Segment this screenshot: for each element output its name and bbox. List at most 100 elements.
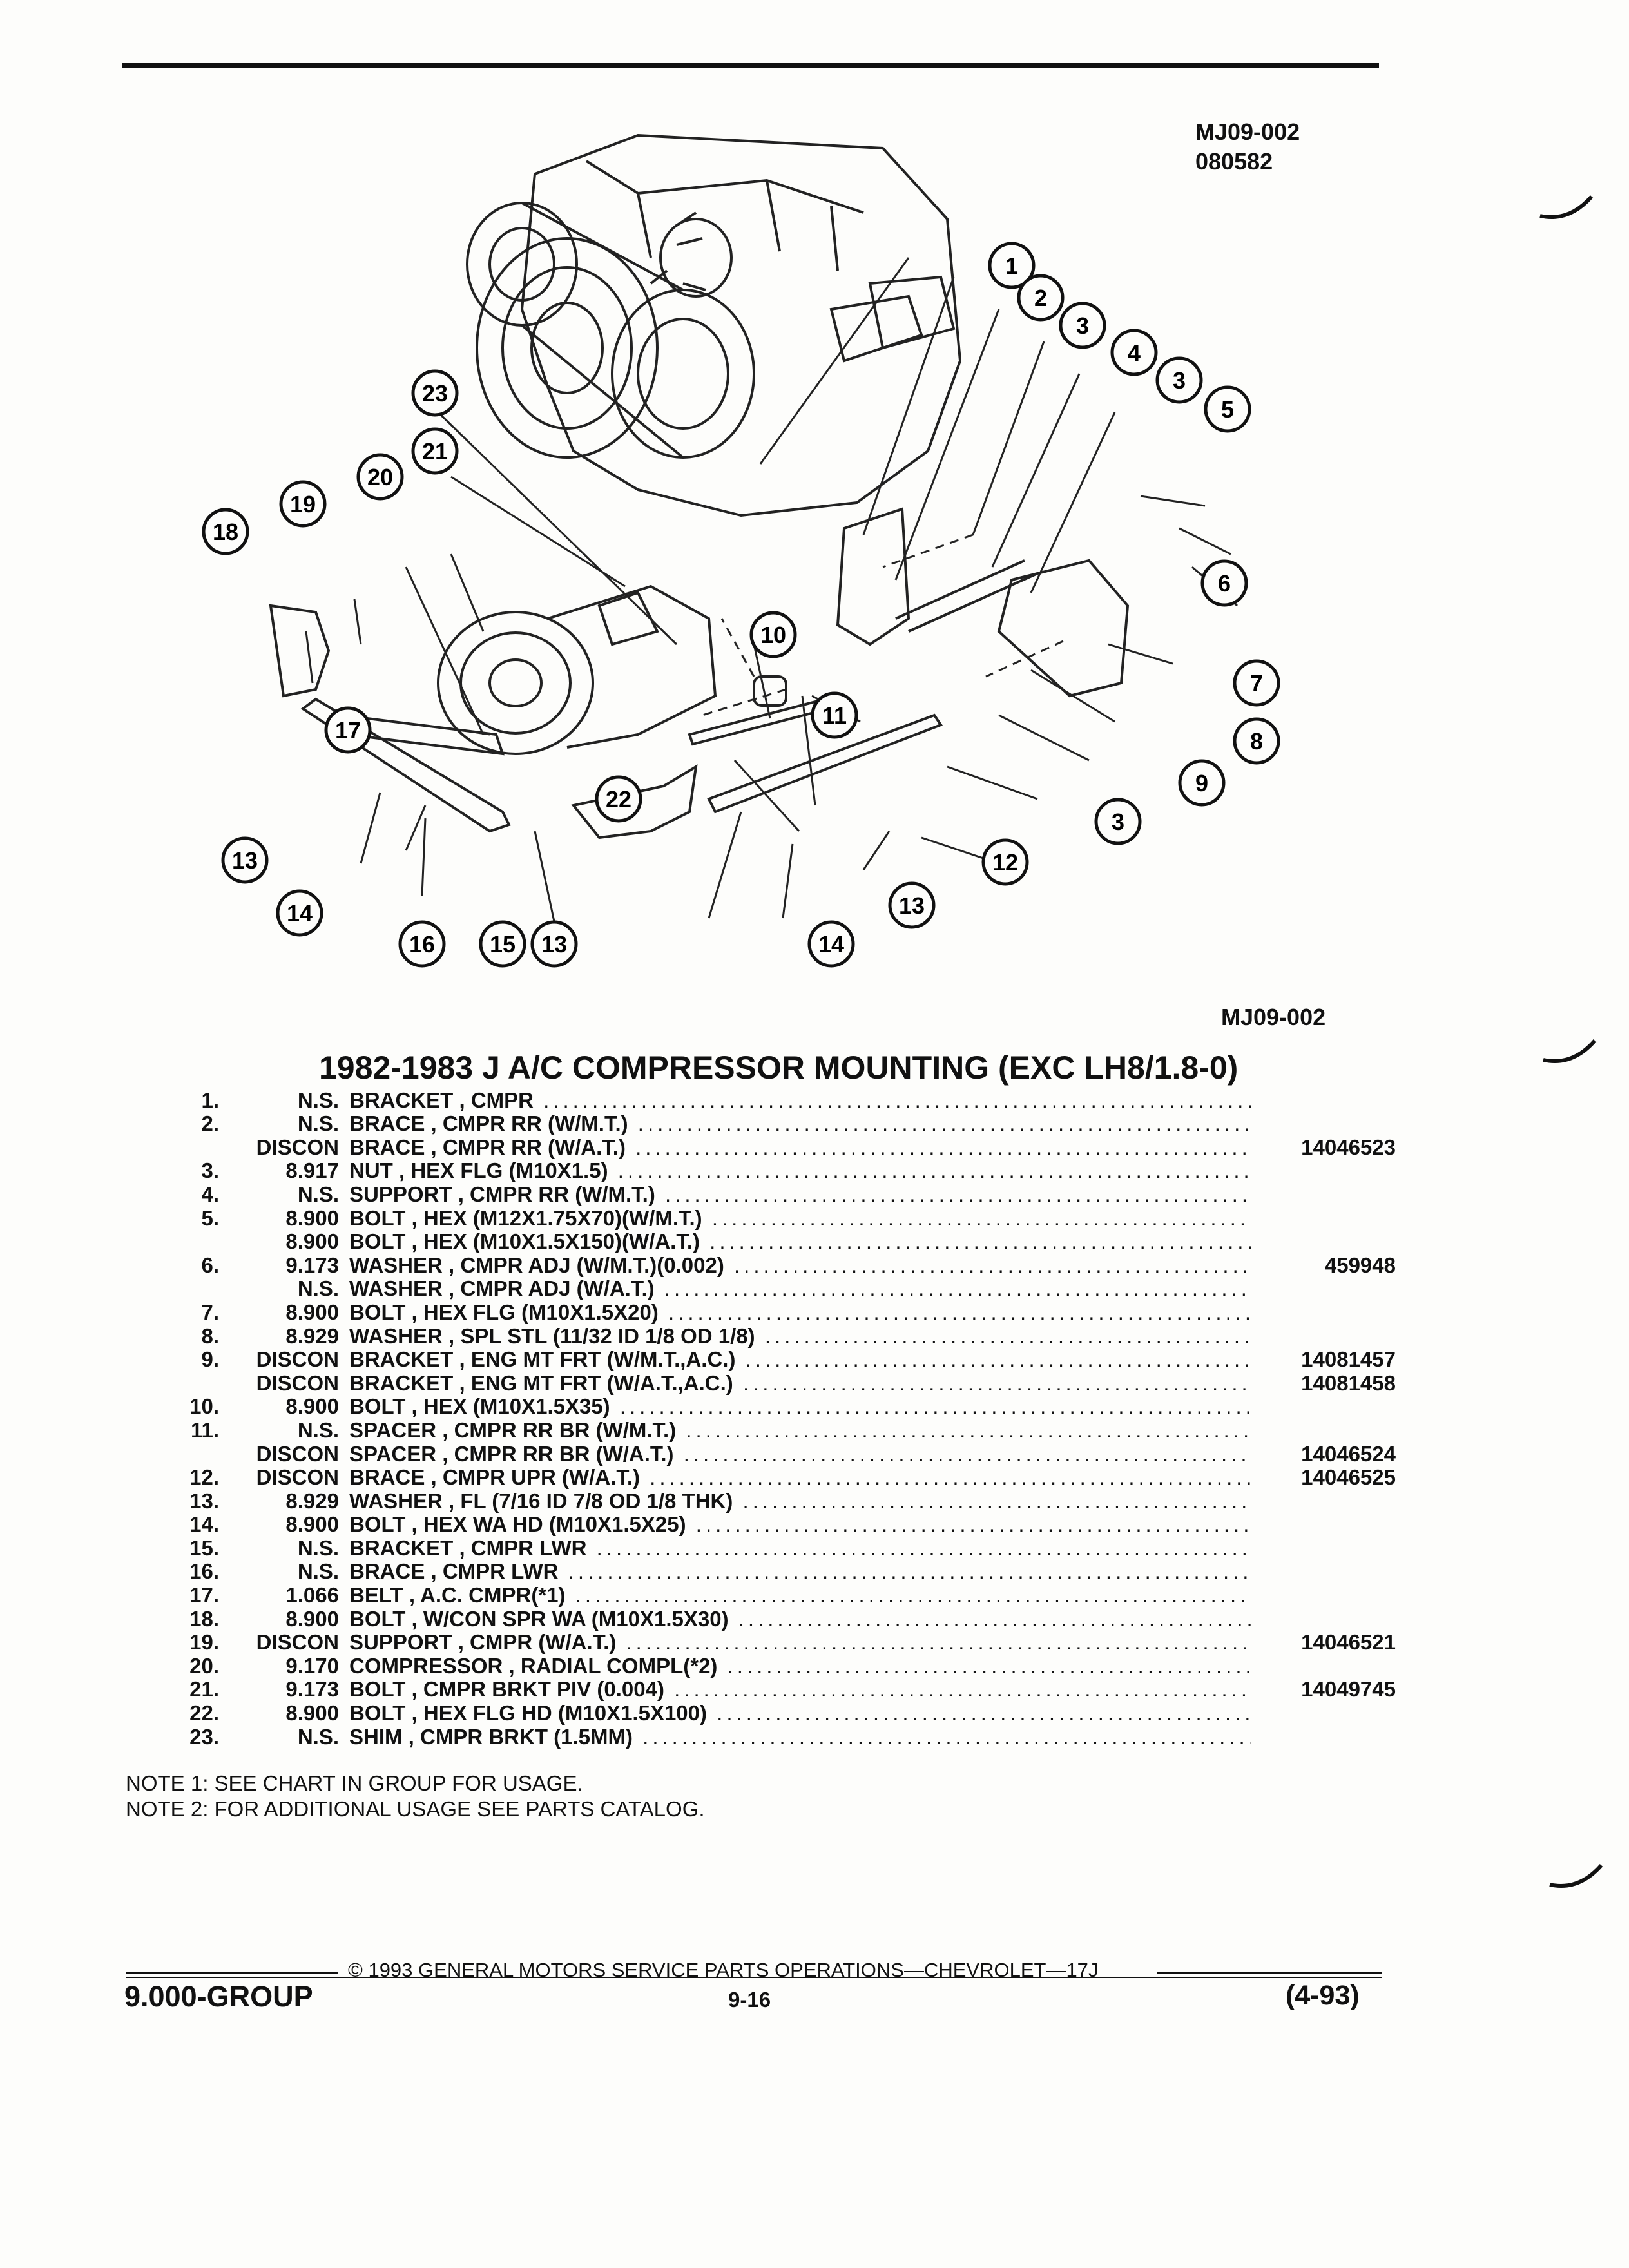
part-group-code: DISCON xyxy=(256,1347,339,1372)
part-group-code: 8.900 xyxy=(285,1701,339,1725)
callout-18: 18 xyxy=(202,508,249,555)
part-group-code: N.S. xyxy=(297,1418,339,1442)
callout-9: 9 xyxy=(1178,759,1226,807)
part-catalog-number: 459948 xyxy=(1324,1253,1396,1277)
part-row: N.S.WASHER , CMPR ADJ (W/A.T.) .........… xyxy=(142,1276,1398,1302)
part-description-cell: SUPPORT , CMPR (W/A.T.) ................… xyxy=(349,1630,1251,1655)
footer-rule-bottom xyxy=(126,1977,1382,1978)
dot-leader: ........................................… xyxy=(686,1418,1251,1442)
part-catalog-number: 14046523 xyxy=(1301,1135,1396,1159)
callout-19: 19 xyxy=(279,480,327,528)
part-description: WASHER , CMPR ADJ (W/A.T.) xyxy=(349,1276,655,1301)
part-description: NUT , HEX FLG (M10X1.5) xyxy=(349,1158,608,1183)
svg-text:5: 5 xyxy=(1221,396,1234,423)
drawing-date-code: 080582 xyxy=(1195,148,1273,175)
part-group-code: 1.066 xyxy=(285,1583,339,1608)
dot-leader: ........................................… xyxy=(568,1559,1251,1584)
part-description-cell: BOLT , W/CON SPR WA (M10X1.5X30) .......… xyxy=(349,1607,1251,1631)
part-group-code: N.S. xyxy=(297,1088,339,1112)
part-group-code: DISCON xyxy=(256,1465,339,1490)
callout-11: 11 xyxy=(811,691,858,739)
part-description-cell: BRACE , CMPR RR (W/A.T.) ...............… xyxy=(349,1135,1251,1160)
part-description: BOLT , HEX WA HD (M10X1.5X25) xyxy=(349,1512,686,1537)
svg-text:13: 13 xyxy=(232,847,258,874)
part-number: 5. xyxy=(201,1206,219,1230)
part-row: 7. 8.900 BOLT , HEX FLG (M10X1.5X20) .....… xyxy=(142,1300,1398,1325)
footer-date: (4-93) xyxy=(1286,1980,1360,2011)
part-description: BOLT , HEX (M12X1.75X70)(W/M.T.) xyxy=(349,1206,702,1230)
svg-text:21: 21 xyxy=(422,438,448,465)
callout-10: 10 xyxy=(749,611,797,658)
dot-leader: ........................................… xyxy=(543,1088,1251,1112)
part-description-cell: BRACE , CMPR UPR (W/A.T.) ..............… xyxy=(349,1465,1251,1490)
part-description: COMPRESSOR , RADIAL COMPL(*2) xyxy=(349,1653,718,1678)
part-description: BELT , A.C. CMPR(*1) xyxy=(349,1583,566,1608)
dot-leader: ........................................… xyxy=(617,1158,1251,1183)
svg-text:23: 23 xyxy=(422,380,448,407)
exploded-diagram: 1 2 3 4 3 5 6 7 8 9 3 12 13 14 13 15 16 … xyxy=(202,133,1280,968)
part-description-cell: BOLT , HEX FLG (M10X1.5X20) ............… xyxy=(349,1300,1251,1325)
dot-leader: ........................................… xyxy=(626,1630,1251,1655)
part-description-cell: NUT , HEX FLG (M10X1.5) ................… xyxy=(349,1158,1251,1183)
callout-3b: 3 xyxy=(1155,356,1203,404)
part-description-cell: SUPPORT , CMPR RR (W/M.T.) .............… xyxy=(349,1182,1251,1207)
part-number: 6. xyxy=(201,1253,219,1277)
top-rule xyxy=(122,63,1379,68)
part-row: DISCON BRACKET , ENG MT FRT (W/A.T.,A.C.)… xyxy=(142,1370,1398,1396)
callout-16: 16 xyxy=(398,920,446,968)
part-catalog-number: 14081457 xyxy=(1301,1347,1396,1372)
svg-text:14: 14 xyxy=(287,900,313,927)
drawing-code-bottom: MJ09-002 xyxy=(1221,1004,1326,1030)
callout-1: 1 xyxy=(988,242,1036,289)
part-group-code: 8.900 xyxy=(285,1300,339,1324)
svg-text:3: 3 xyxy=(1076,312,1089,339)
margin-mark-3 xyxy=(1549,1864,1603,1888)
part-description-cell: BOLT , HEX (M10X1.5X35) ................… xyxy=(349,1394,1251,1419)
part-group-code: DISCON xyxy=(256,1370,339,1395)
part-catalog-number: 14046525 xyxy=(1301,1465,1396,1490)
part-description-cell: BRACE , CMPR LWR .......................… xyxy=(349,1559,1251,1584)
part-catalog-number: 14049745 xyxy=(1301,1677,1396,1702)
part-number: 8. xyxy=(201,1323,219,1348)
dot-leader: ........................................… xyxy=(664,1182,1251,1206)
part-description-cell: BRACE , CMPR RR (W/M.T.) ...............… xyxy=(349,1111,1251,1136)
part-number: 14. xyxy=(189,1512,219,1537)
part-group-code: N.S. xyxy=(297,1559,339,1584)
part-description-cell: WASHER , CMPR ADJ (W/M.T.)(0.002) ......… xyxy=(349,1253,1251,1278)
dot-leader: ........................................… xyxy=(745,1347,1251,1372)
part-description-cell: BRACKET , ENG MT FRT (W/M.T.,A.C.) .....… xyxy=(349,1347,1251,1372)
callout-20: 20 xyxy=(356,453,404,501)
dot-leader: ........................................… xyxy=(637,1111,1251,1136)
part-row: 2.N.S.BRACE , CMPR RR (W/M.T.) .........… xyxy=(142,1111,1398,1137)
part-description-cell: BRACKET , ENG MT FRT (W/A.T.,A.C.) .....… xyxy=(349,1371,1251,1396)
part-number: 18. xyxy=(189,1606,219,1631)
dot-leader: ........................................… xyxy=(711,1206,1251,1230)
part-description: WASHER , SPL STL (11/32 ID 1/8 OD 1/8) xyxy=(349,1323,755,1348)
dot-leader: ........................................… xyxy=(742,1488,1251,1513)
callout-8: 8 xyxy=(1233,717,1280,765)
dot-leader: ........................................… xyxy=(575,1583,1251,1608)
part-row: 16.N.S.BRACE , CMPR LWR ................… xyxy=(142,1559,1398,1584)
part-number: 12. xyxy=(189,1465,219,1490)
callout-13a: 13 xyxy=(888,881,936,929)
svg-text:3: 3 xyxy=(1173,367,1186,394)
part-group-code: 8.929 xyxy=(285,1488,339,1513)
part-number: 19. xyxy=(189,1630,219,1655)
part-group-code: 8.900 xyxy=(285,1606,339,1631)
part-description: BOLT , W/CON SPR WA (M10X1.5X30) xyxy=(349,1606,729,1631)
part-description: BOLT , HEX FLG (M10X1.5X20) xyxy=(349,1300,659,1324)
dot-leader: ........................................… xyxy=(742,1370,1251,1395)
part-number: 2. xyxy=(201,1111,219,1136)
part-catalog-number: 14046521 xyxy=(1301,1630,1396,1655)
svg-text:3: 3 xyxy=(1112,809,1124,835)
callout-12: 12 xyxy=(981,838,1029,886)
svg-text:9: 9 xyxy=(1195,770,1208,796)
callout-14a: 14 xyxy=(807,920,855,968)
callout-2: 2 xyxy=(1017,274,1065,322)
part-number: 7. xyxy=(201,1300,219,1324)
